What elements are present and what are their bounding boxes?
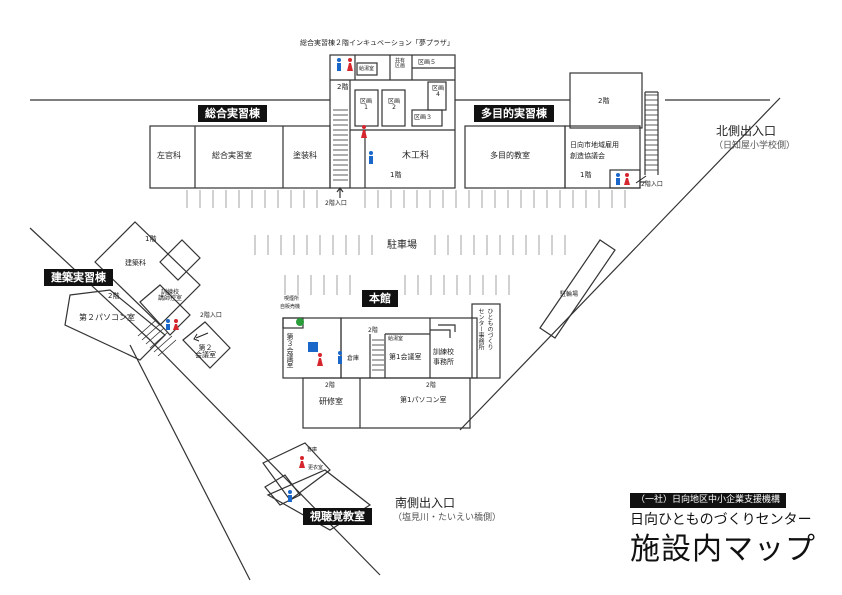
room-kukaku-1: 区画 1 — [360, 98, 373, 111]
entrance-label: 2階入口 — [641, 181, 663, 188]
room-kaigi2: 第２ 会議室 — [195, 344, 216, 359]
vending-label: 自販売機 — [280, 304, 301, 310]
building-label-honkan: 本館 — [362, 290, 398, 307]
room-pc1: 第1パソコン室 — [400, 396, 447, 404]
floor-label: 1階 — [145, 235, 157, 243]
room-kukaku-5: 区画５ — [418, 59, 437, 66]
center-name: 日向ひとものづくりセンター — [630, 512, 812, 528]
room-kenchiku: 建築科 — [125, 259, 146, 267]
room-mokkou: 木工科 — [402, 151, 430, 161]
building-label-kenchiku: 建築実習棟 — [44, 269, 113, 286]
room-kaigi1: 第1会議室 — [389, 353, 422, 361]
map-title: 施設内マップ — [630, 532, 816, 567]
parking-label: 駐車場 — [387, 240, 417, 251]
room-koyou-line2: 創造協議会 — [570, 152, 605, 160]
floor-label: 2階 — [368, 327, 378, 334]
bicycle-parking-label: 駐輪場 — [560, 291, 579, 298]
building-label-shichoukaku: 視聴覚教室 — [303, 508, 372, 525]
floor-label: 2階 — [108, 292, 120, 300]
room-sekkyo: 倉庫 — [347, 355, 360, 362]
room-av-changing: 更衣室 — [308, 465, 324, 471]
room-kaigi3: 第３会議室 — [286, 333, 294, 368]
header-top-label: 総合実習棟２階インキュベーション「夢プラザ」 — [300, 39, 454, 47]
room-kenshu: 研修室 — [319, 397, 343, 406]
room-sougou: 総合実習室 — [212, 151, 252, 160]
north-entrance-label: 北側出入口 — [716, 124, 777, 138]
floor-label: 1階 — [390, 171, 402, 179]
toilet-male-icon — [166, 58, 620, 502]
entrance-label: 2階入口 — [325, 200, 347, 207]
room-koyou-line1: 日向市地域雇用 — [570, 141, 619, 149]
room-tamokuteki: 多目的教室 — [490, 151, 530, 160]
room-kunrenkou-2: 事務所 — [433, 358, 454, 366]
room-kyuto-honkan: 給湯室 — [388, 336, 404, 342]
room-kunren-koushi: 訓練校 講師控室 — [158, 289, 183, 302]
toilet-female-icon — [173, 58, 630, 468]
floor-label: 1階 — [580, 171, 592, 179]
room-kunrenkou-1: 訓練校 — [433, 348, 454, 356]
floor-label: 2階 — [337, 83, 349, 91]
floor-label: 2階 — [598, 97, 610, 105]
room-pc2: 第２パソコン室 — [79, 313, 135, 322]
south-entrance-sub: （塩見川・たいえい橋側） — [393, 513, 502, 523]
building-label-sougou: 総合実習棟 — [198, 105, 267, 122]
vending-icon — [296, 318, 304, 326]
smoking-area-label: 喫煙所 — [284, 296, 300, 302]
floor-label: 2階 — [325, 382, 335, 389]
accessible-toilet-icon — [308, 342, 318, 352]
building-label-tamokuteki: 多目的実習棟 — [474, 105, 554, 122]
room-kukaku-2: 区画 2 — [388, 98, 401, 111]
org-badge: （一社）日向地区中小企業支援機構 — [630, 493, 787, 508]
room-kukaku-4: 区画 4 — [432, 85, 445, 98]
room-hitomono-1: ひとものづくり — [486, 308, 493, 350]
room-kyoyu: 共有 区画 — [395, 58, 406, 69]
room-sakan: 左官科 — [157, 151, 181, 160]
room-av-storage: 倉庫 — [307, 447, 318, 453]
room-kyuto: 給湯室 — [359, 66, 375, 72]
floor-label: 2階 — [426, 382, 436, 389]
north-entrance-sub: （日知屋小学校側） — [714, 141, 796, 151]
room-hitomono-2: センター事務所 — [477, 308, 484, 350]
room-tosou: 塗装科 — [293, 151, 317, 160]
room-kukaku-3: 区画３ — [414, 114, 433, 121]
entrance-label: 2階入口 — [200, 312, 222, 319]
south-entrance-label: 南側出入口 — [395, 496, 456, 510]
